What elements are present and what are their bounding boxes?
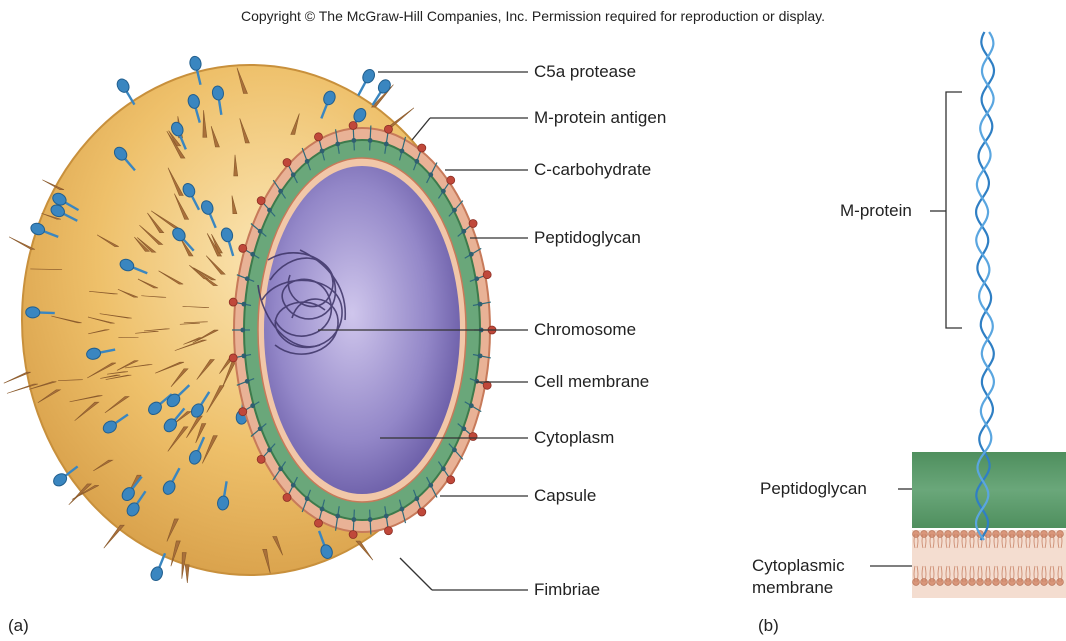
label-cell-membrane: Cell membrane <box>534 372 649 392</box>
cell-wall-section <box>870 32 1066 598</box>
label-cytoplasm: Cytoplasm <box>534 428 614 448</box>
label-cytoplasmic: Cytoplasmic <box>752 556 845 576</box>
membrane-block <box>912 530 1066 598</box>
c5a-protease <box>115 77 135 105</box>
label-c5a-protease: C5a protease <box>534 62 636 82</box>
panel-a-tag: (a) <box>8 616 29 636</box>
label-chromosome: Chromosome <box>534 320 636 340</box>
label-capsule: Capsule <box>534 486 596 506</box>
bacterium-illustration <box>4 55 528 590</box>
fimbria <box>9 237 35 249</box>
fimbria <box>104 525 124 548</box>
label-peptidoglycan-b: Peptidoglycan <box>760 479 867 499</box>
label-m-protein-antigen: M-protein antigen <box>534 108 666 128</box>
fimbria <box>185 565 189 583</box>
c5a-protease <box>358 67 377 95</box>
label-membrane: membrane <box>752 578 833 598</box>
fimbria <box>356 541 373 560</box>
copyright-notice: Copyright © The McGraw-Hill Companies, I… <box>0 8 1066 24</box>
m-protein-bracket <box>946 92 962 328</box>
c5a-protease <box>373 78 393 105</box>
fimbria <box>4 372 31 383</box>
label-peptidoglycan-a: Peptidoglycan <box>534 228 641 248</box>
fimbria <box>388 108 414 127</box>
label-c-carbohydrate: C-carbohydrate <box>534 160 651 180</box>
panel-b-tag: (b) <box>758 616 779 636</box>
label-m-protein: M-protein <box>840 201 912 221</box>
label-fimbriae: Fimbriae <box>534 580 600 600</box>
c5a-protease <box>149 553 165 582</box>
